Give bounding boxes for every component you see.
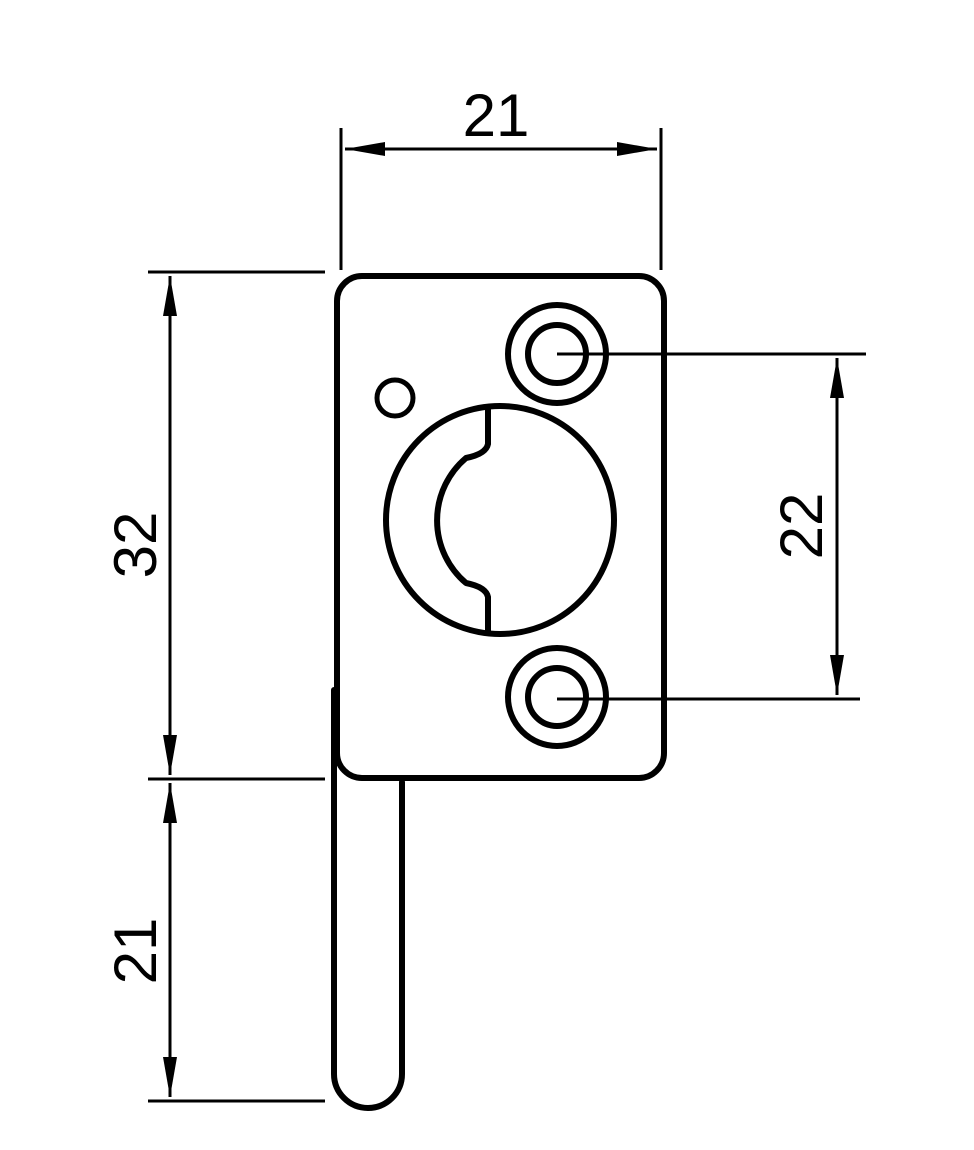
label-left-height: 32 (102, 512, 169, 579)
lower-screw-hole-inner (525, 665, 589, 729)
cam-insert (434, 405, 491, 636)
label-handle-length: 21 (102, 918, 169, 985)
mounting-plate (334, 273, 667, 781)
cam-opening (383, 403, 617, 637)
dimension-labels: 21 32 22 21 (102, 82, 835, 984)
dimension-lines (148, 128, 866, 1103)
handle-tongue (331, 687, 405, 1111)
label-top-width: 21 (463, 82, 530, 149)
lower-screw-hole-outer (505, 645, 609, 749)
label-right-spacing: 22 (768, 493, 835, 560)
small-hole (374, 377, 416, 419)
part-outline (331, 273, 667, 1111)
